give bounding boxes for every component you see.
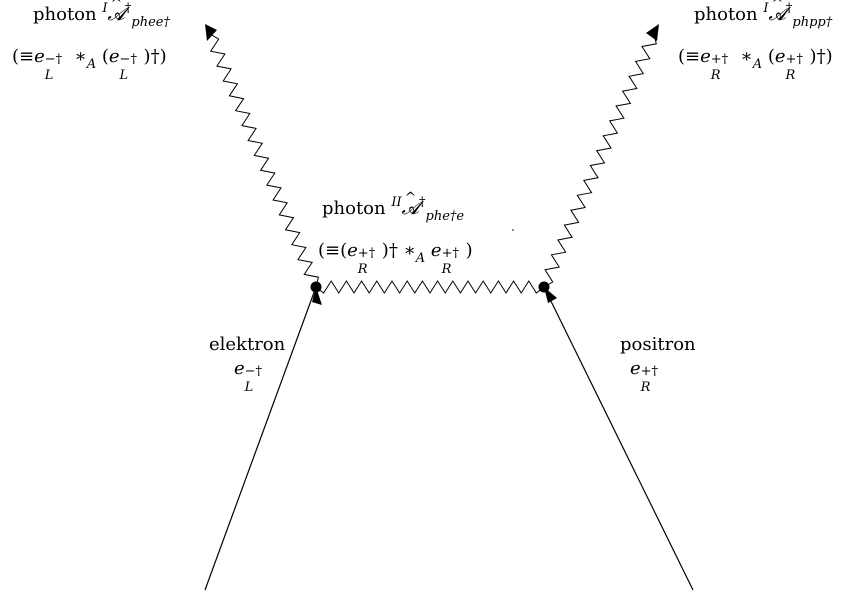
photon-right-field-symbol: 𝓐	[769, 0, 786, 24]
def-star-sub: A	[415, 251, 426, 266]
def-star: ∗	[74, 46, 87, 67]
photon-left-dagger: †	[124, 1, 132, 16]
electron-line	[204, 286, 317, 591]
def-e2-sub: R	[441, 262, 452, 277]
photon-right-arrow-icon	[646, 24, 659, 41]
positron-sup: +†	[640, 364, 659, 379]
internal-photon-line	[315, 280, 545, 294]
positron-symbol-label: e+†R	[630, 358, 665, 395]
def-e2-sup: +†	[441, 246, 459, 261]
def-close: )	[465, 240, 473, 261]
def-e-sub: R	[710, 68, 721, 83]
photon-right-label: photon I𝓐†phpp†	[694, 0, 832, 29]
def-e2-sup: −†	[119, 52, 137, 67]
def-star-sub: A	[86, 57, 97, 72]
def-open: (≡	[12, 46, 35, 67]
photon-left-arrow-icon	[205, 24, 217, 41]
def-star-sub: A	[752, 57, 763, 72]
photon-right-dagger: †	[785, 1, 793, 16]
stray-dot	[512, 229, 514, 231]
electron-symbol-label: e−†L	[234, 358, 269, 395]
def-e2: e	[430, 240, 442, 261]
def-e: e	[347, 240, 358, 261]
def-paren-open: (	[767, 46, 775, 67]
photon-middle-dagger: †	[419, 195, 426, 210]
def-close: )†)	[809, 46, 833, 67]
electron-sup: −†	[244, 364, 263, 379]
photon-right-prefix: I	[763, 1, 769, 16]
electron-word: elektron	[209, 334, 286, 355]
def-mid: )†	[381, 240, 398, 261]
photon-middle-subscript: phe†e	[425, 209, 465, 224]
electron-symbol: e	[234, 358, 245, 379]
photon-right-subscript: phpp†	[792, 15, 833, 30]
photon-right-definition: (≡e+†R ∗A (e+†R)†)	[678, 46, 833, 83]
photon-middle-label: photon II𝓐†phe†e	[322, 191, 464, 223]
photon-left-definition: (≡e−†L ∗A (e−†L)†)	[12, 46, 167, 83]
def-e2-sub: L	[119, 68, 129, 83]
def-open: (≡(	[318, 240, 348, 261]
electron-sub: L	[244, 380, 254, 395]
photon-middle-definition: (≡(e+†R)† ∗A e+†R)	[318, 240, 473, 277]
def-open: (≡	[678, 46, 701, 67]
def-e: e	[34, 46, 45, 67]
positron-line	[543, 286, 694, 591]
def-e-sub: L	[44, 68, 54, 83]
def-e-sup: −†	[44, 52, 63, 67]
def-e2-sup: +†	[785, 52, 803, 67]
def-e-sup: +†	[710, 52, 729, 67]
def-e2: e	[774, 46, 786, 67]
photon-left-word: photon	[33, 4, 97, 25]
photon-middle-word: photon	[322, 198, 386, 219]
def-close: )†)	[143, 46, 167, 67]
photon-middle-prefix: II	[391, 195, 402, 210]
photon-right-word: photon	[694, 4, 758, 25]
photon-left-field-symbol: 𝓐	[108, 0, 125, 24]
electron-arrow-icon	[312, 287, 322, 305]
positron-label: positron	[620, 336, 696, 354]
def-star: ∗	[740, 46, 753, 67]
photon-left-prefix: I	[102, 1, 108, 16]
outgoing-photon-left-line	[209, 33, 320, 288]
def-e-sup: +†	[357, 246, 376, 261]
def-e-sub: R	[357, 262, 368, 277]
outgoing-photon-right-line	[543, 33, 657, 288]
def-e2-sub: R	[785, 68, 796, 83]
positron-sub: R	[640, 380, 651, 395]
def-paren-open: (	[101, 46, 109, 67]
positron-symbol: e	[630, 358, 641, 379]
def-star: ∗	[403, 240, 416, 261]
positron-word: positron	[620, 334, 696, 355]
electron-label: elektron	[209, 336, 285, 354]
photon-middle-field-symbol: 𝓐	[402, 191, 419, 218]
def-e2: e	[108, 46, 120, 67]
def-e: e	[700, 46, 711, 67]
photon-left-label: photon I𝓐†phee†	[33, 0, 170, 29]
photon-left-subscript: phee†	[131, 15, 170, 30]
